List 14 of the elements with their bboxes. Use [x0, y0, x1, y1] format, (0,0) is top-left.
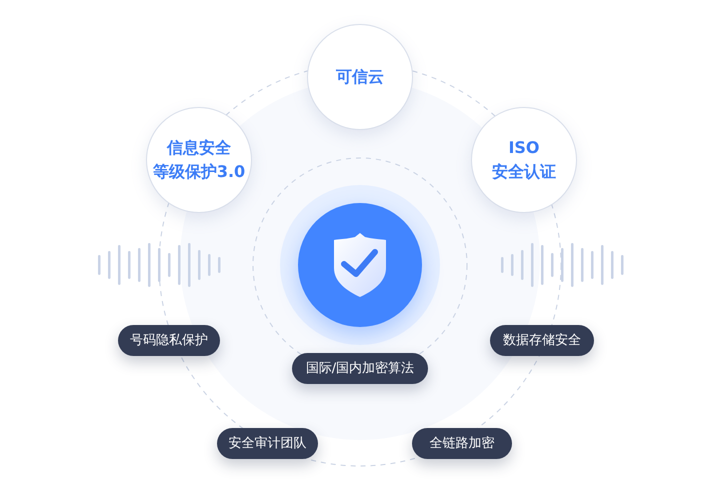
certification-label: 信息安全 [166, 137, 232, 159]
feature-pill [292, 353, 428, 384]
feature-label: 国际/国内加密算法 [306, 360, 414, 378]
feature-label: 全链路加密 [430, 434, 494, 453]
feature-pill [217, 428, 318, 459]
feature-label: 数据存储安全 [503, 332, 581, 350]
feature-label: 安全审计团队 [228, 434, 306, 453]
feature-pill [118, 325, 220, 356]
certification-label: 等级保护3.0 [152, 161, 246, 183]
certification-label: ISO 安全认证 [491, 137, 557, 183]
certification-label: 可信云 [335, 66, 385, 88]
feature-pill [490, 325, 594, 356]
feature-label: 号码隐私保护 [130, 332, 208, 350]
feature-pill [412, 428, 512, 459]
